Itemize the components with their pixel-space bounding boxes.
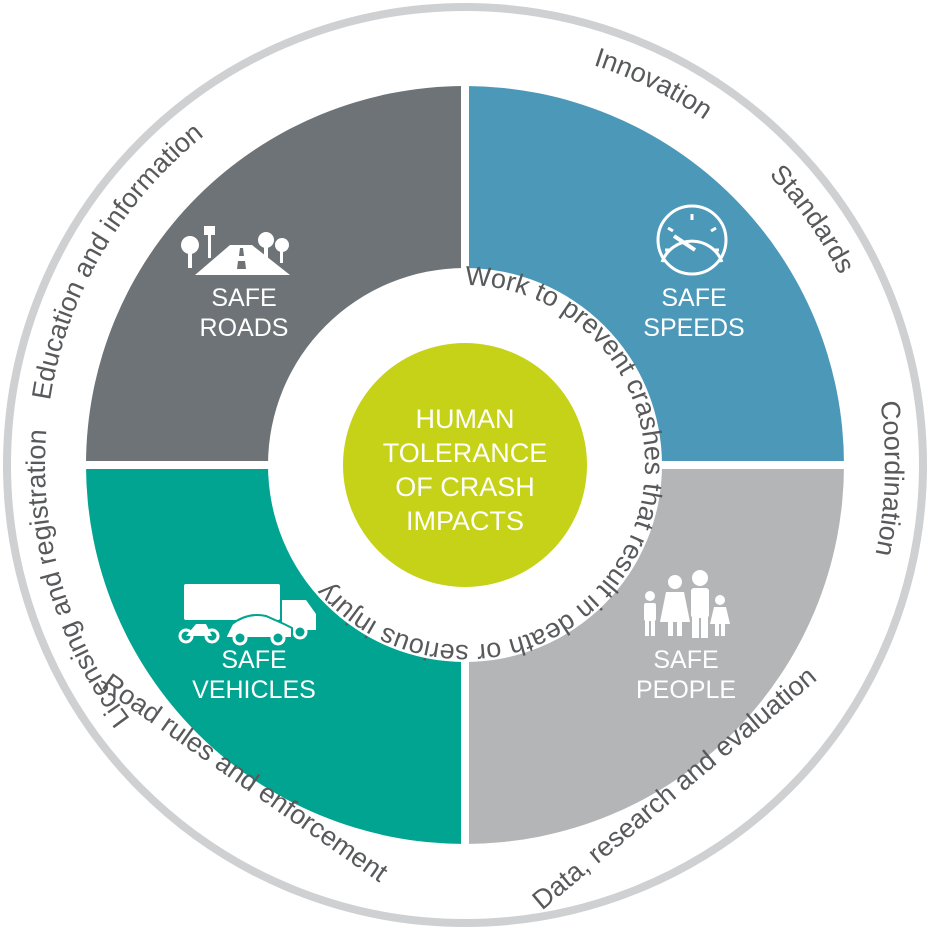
center-circle (343, 343, 587, 587)
speedometer-icon (656, 204, 728, 276)
safe-speeds-line2: SPEEDS (643, 314, 744, 342)
vehicles-icon (178, 584, 316, 646)
safe-vehicles-line2: VEHICLES (192, 676, 316, 704)
safe-roads-line1: SAFE (211, 284, 276, 312)
center-line3: OF CRASH (395, 472, 535, 502)
center-line1: HUMAN (416, 404, 515, 434)
safe-people-line1: SAFE (653, 646, 718, 674)
safe-people-line2: PEOPLE (636, 676, 736, 704)
center-line2: TOLERANCE (383, 438, 548, 468)
safe-speeds-line1: SAFE (661, 284, 726, 312)
safe-vehicles-line1: SAFE (221, 646, 286, 674)
center-line4: IMPACTS (406, 506, 524, 536)
safe-roads-line2: ROADS (200, 314, 289, 342)
road-icon (181, 226, 290, 275)
family-icon (644, 570, 730, 638)
